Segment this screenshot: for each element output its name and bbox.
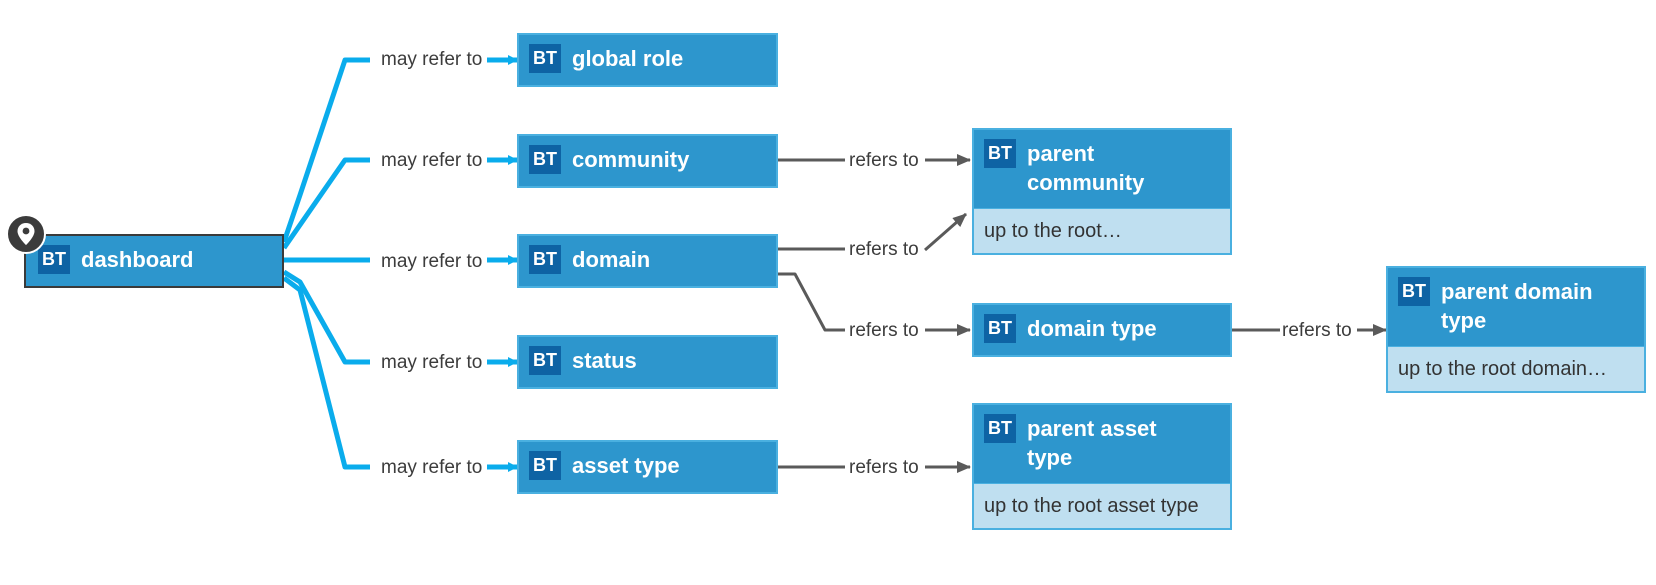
node-parent-asset-type-badge: BT [984, 414, 1016, 443]
node-parent-asset-type-title-line2: type [1027, 445, 1073, 470]
node-parent-domain-type-title-line2: type [1441, 308, 1487, 333]
node-parent-asset-type-title-line1: parent asset [1027, 416, 1157, 441]
node-dashboard-badge: BT [38, 245, 70, 274]
edge-domain-domain-type [778, 272, 845, 332]
edge-label-dashboard-domain: may refer to [379, 251, 485, 273]
node-community-badge: BT [529, 145, 561, 174]
edge-label-dashboard-status: may refer to [379, 352, 485, 374]
edge-label-community-parent-community: refers to [847, 150, 921, 172]
edge-label-domain-domain-type: refers to [847, 320, 921, 342]
node-status-title: status [572, 348, 637, 373]
node-parent-community[interactable]: BT parent community up to the root… [972, 128, 1232, 255]
node-parent-community-title-line1: parent [1027, 141, 1095, 166]
edge-label-dashboard-global-role: may refer to [379, 49, 485, 71]
node-parent-domain-type-title: parent domain type [1441, 277, 1593, 335]
edge-label-asset-type-parent-asset-type: refers to [847, 457, 921, 479]
node-parent-domain-type-badge: BT [1398, 277, 1430, 306]
edge-label-dashboard-asset-type: may refer to [379, 457, 485, 479]
node-domain-type-title: domain type [1027, 316, 1157, 341]
node-parent-asset-type-title: parent asset type [1027, 414, 1157, 472]
edge-label-dashboard-community: may refer to [379, 150, 485, 172]
node-dashboard-title: dashboard [81, 247, 194, 272]
edge-dashboard-community [281, 157, 370, 250]
node-global-role-badge: BT [529, 44, 561, 73]
node-global-role-title: global role [572, 46, 684, 71]
node-domain-title: domain [572, 247, 651, 272]
edge-domain-parent-community-tail [924, 212, 967, 252]
node-parent-community-badge: BT [984, 139, 1016, 168]
edge-dashboard-asset-type [282, 276, 370, 470]
node-global-role[interactable]: BT global role [517, 33, 778, 87]
node-parent-domain-type-subtitle: up to the root domain… [1388, 346, 1644, 391]
edge-dashboard-global-role [281, 57, 370, 243]
node-dashboard[interactable]: BT dashboard [24, 234, 284, 288]
node-parent-community-title-line2: community [1027, 170, 1145, 195]
edge-label-domain-type-parent-domain-type: refers to [1280, 320, 1354, 342]
node-domain[interactable]: BT domain [517, 234, 778, 288]
node-status-badge: BT [529, 346, 561, 375]
node-parent-community-subtitle: up to the root… [974, 208, 1230, 253]
node-domain-badge: BT [529, 245, 561, 274]
edge-dashboard-status [282, 269, 370, 365]
node-community-title: community [572, 147, 690, 172]
node-domain-type[interactable]: BT domain type [972, 303, 1232, 357]
node-domain-type-badge: BT [984, 314, 1016, 343]
node-status[interactable]: BT status [517, 335, 778, 389]
node-asset-type-title: asset type [572, 453, 680, 478]
node-parent-asset-type-subtitle: up to the root asset type [974, 483, 1230, 528]
node-asset-type-badge: BT [529, 451, 561, 480]
node-asset-type[interactable]: BT asset type [517, 440, 778, 494]
node-parent-domain-type-title-line1: parent domain [1441, 279, 1593, 304]
node-parent-community-title: parent community [1027, 139, 1144, 197]
edge-label-domain-parent-community: refers to [847, 239, 921, 261]
node-community[interactable]: BT community [517, 134, 778, 188]
node-parent-asset-type[interactable]: BT parent asset type up to the root asse… [972, 403, 1232, 530]
node-parent-domain-type[interactable]: BT parent domain type up to the root dom… [1386, 266, 1646, 393]
location-pin-icon [6, 214, 46, 254]
